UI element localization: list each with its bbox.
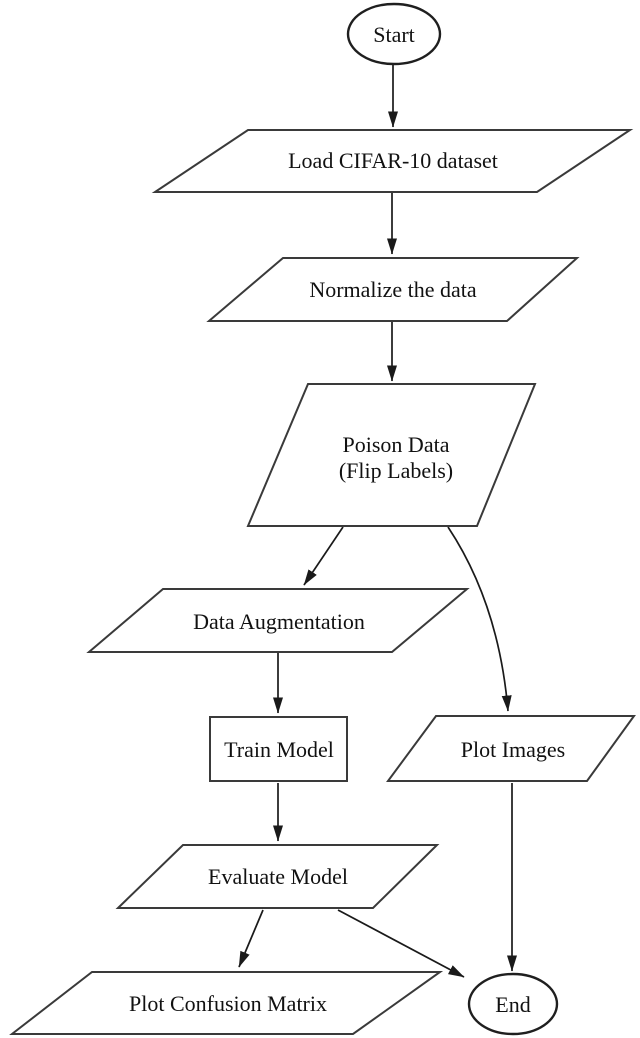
node-start: Start	[346, 2, 442, 66]
node-evaluate-model: Evaluate Model	[115, 844, 440, 909]
evaluate-model-parallelogram	[115, 844, 440, 909]
node-poison-data: Poison Data (Flip Labels)	[246, 383, 537, 527]
data-augmentation-label: Data Augmentation	[193, 609, 365, 634]
node-load-dataset: Load CIFAR-10 dataset	[151, 129, 634, 193]
nodes-layer: Start Load CIFAR-10 dataset Normalize th…	[9, 2, 636, 1036]
poison-data-parallelogram	[246, 383, 537, 527]
start-label: Start	[373, 22, 415, 47]
plot-images-parallelogram	[386, 715, 636, 782]
plot-images-label: Plot Images	[461, 737, 566, 762]
end-terminator-shape	[467, 972, 559, 1036]
edges-layer	[238, 65, 517, 978]
normalize-parallelogram	[206, 257, 580, 322]
load-dataset-parallelogram	[151, 129, 634, 193]
node-plot-confusion-matrix: Plot Confusion Matrix	[9, 971, 444, 1035]
train-model-label: Train Model	[224, 737, 334, 762]
node-data-augmentation: Data Augmentation	[86, 588, 470, 653]
start-terminator-shape	[346, 2, 442, 66]
edge-poison-data-to-plot-images	[447, 526, 512, 712]
edge-poison-data-to-data-augmentation	[303, 526, 344, 586]
plot-confusion-matrix-parallelogram	[9, 971, 444, 1035]
train-model-rectangle	[209, 716, 348, 782]
normalize-label: Normalize the data	[309, 277, 477, 302]
plot-confusion-matrix-label: Plot Confusion Matrix	[129, 991, 327, 1016]
node-normalize: Normalize the data	[206, 257, 580, 322]
node-train-model: Train Model	[209, 716, 348, 782]
end-label: End	[495, 992, 530, 1017]
node-plot-images: Plot Images	[386, 715, 636, 782]
node-end: End	[467, 972, 559, 1036]
edge-evaluate-model-to-plot-confusion-matrix	[238, 909, 264, 968]
evaluate-model-label: Evaluate Model	[208, 864, 348, 889]
poison-data-sublabel: (Flip Labels)	[339, 458, 453, 483]
load-dataset-label: Load CIFAR-10 dataset	[288, 148, 498, 173]
edge-evaluate-model-to-end	[337, 909, 465, 978]
poison-data-label: Poison Data	[343, 432, 450, 457]
data-augmentation-parallelogram	[86, 588, 470, 653]
